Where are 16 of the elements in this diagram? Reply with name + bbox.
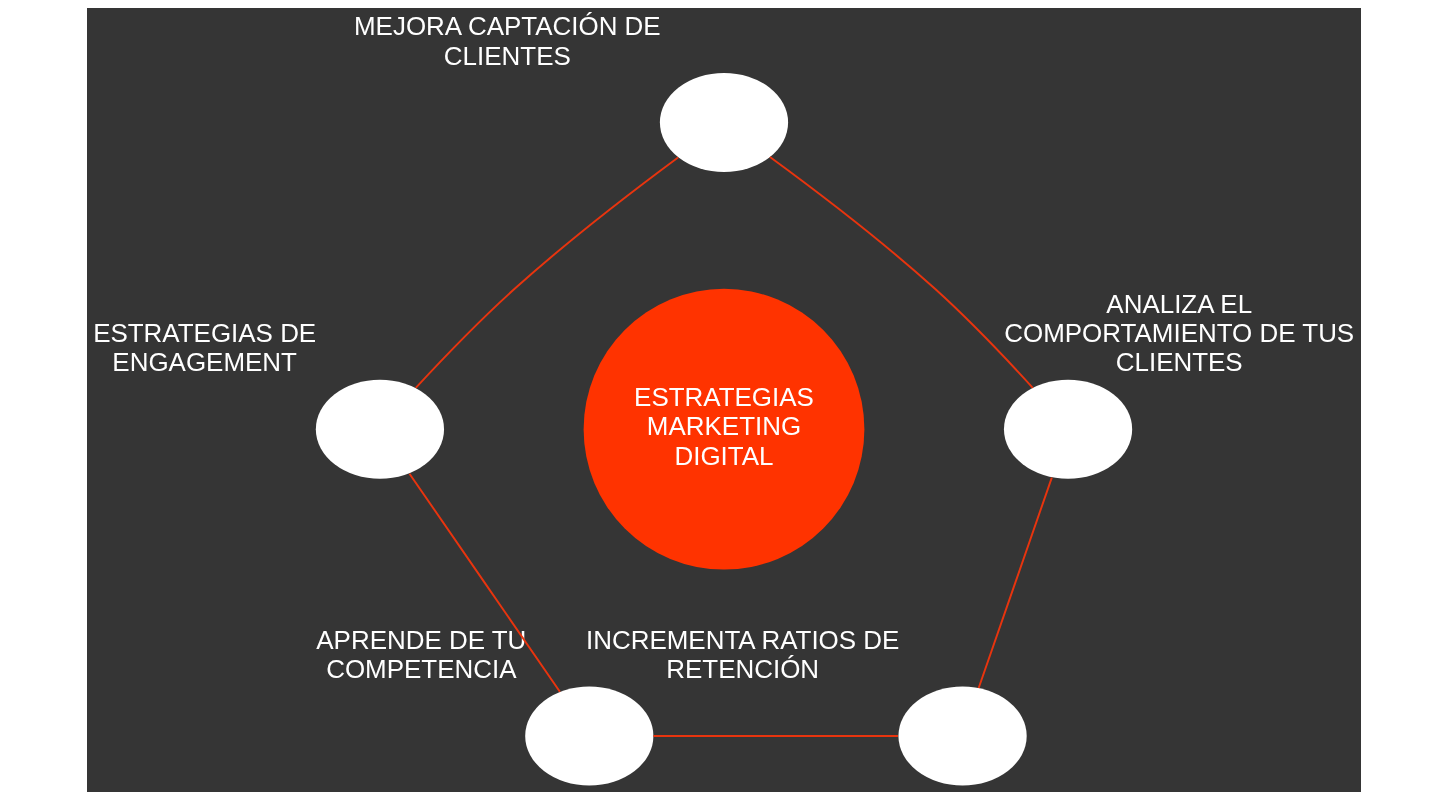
node-label: MEJORA CAPTACIÓN DE CLIENTES bbox=[353, 11, 661, 71]
node-label: INCREMENTA RATIOS DE RETENCIÓN bbox=[585, 624, 899, 685]
node-circle bbox=[897, 686, 1027, 786]
connector bbox=[651, 734, 899, 737]
node-circle bbox=[659, 73, 788, 172]
node-circle bbox=[315, 379, 444, 479]
node-circle: ESTRATEGIAS MARKETING DIGITAL bbox=[583, 288, 864, 570]
connector bbox=[977, 476, 1053, 689]
connector bbox=[768, 156, 1034, 389]
node-label: APRENDE DE TU COMPETENCIA bbox=[315, 624, 526, 685]
node-circle bbox=[524, 686, 653, 786]
node-label: ANALIZA EL COMPORTAMIENTO DE TUS CLIENTES bbox=[1003, 288, 1354, 378]
connector bbox=[408, 472, 561, 693]
connector bbox=[414, 156, 679, 389]
node-label: ESTRATEGIAS DE ENGAGEMENT bbox=[92, 318, 316, 378]
node-circle bbox=[1003, 379, 1132, 479]
